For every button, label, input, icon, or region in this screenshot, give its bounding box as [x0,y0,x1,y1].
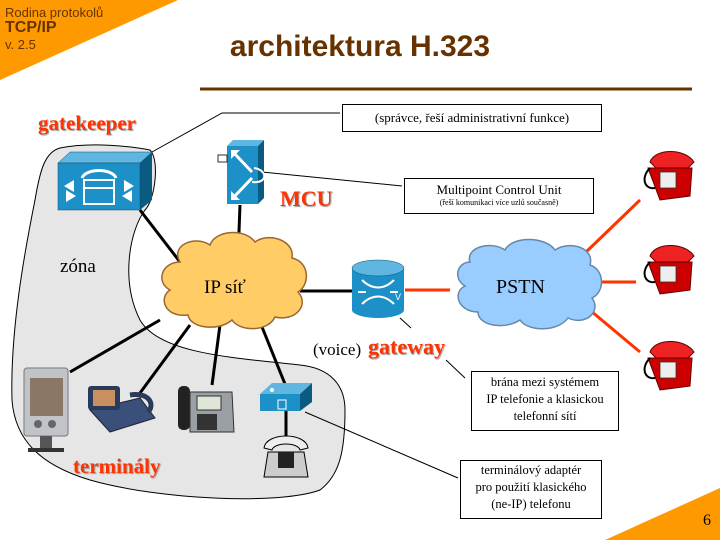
version-label: v. 2.5 [5,37,36,52]
video-phone-icon[interactable] [88,386,156,433]
pstn-label: PSTN [496,276,545,298]
pstn-phone-icon-1[interactable] [643,151,695,201]
gateway-callout-line: IP telefonie a klasickou [486,392,604,406]
adapter-callout-line: terminálový adaptér [480,463,582,477]
pstn-cloud[interactable] [456,238,603,330]
corner-decoration-bottom [605,488,720,540]
ip-network-cloud[interactable] [161,231,307,330]
gateway-router-icon[interactable]: V [351,259,405,318]
topic-label: TCP/IP [5,19,57,36]
gateway-callout-line: brána mezi systémem [490,375,600,389]
page-number: 6 [703,512,711,529]
zone-label: zóna [60,256,96,277]
link-gatekeeper [138,209,182,263]
link-terminal-3 [210,324,222,386]
analog-phone-icon[interactable] [263,435,309,478]
mcu-callout-text: (řeší komunikaci více uzlů současně) [439,198,559,207]
gatekeeper-callout: (správce, řeší administrativní funkce) [342,104,602,132]
svg-text:V: V [395,292,401,302]
voice-label: (voice) [313,340,362,359]
mcu-icon[interactable] [217,140,266,204]
leader-gateway-b [445,359,466,379]
mcu-label: MCU [280,186,333,211]
mcu-callout-title: Multipoint Control Unit [436,182,562,197]
link-pstn-phone-1 [583,198,642,255]
link-terminal-2 [138,324,192,394]
link-terminal-1 [69,318,161,374]
link-pstn-phone-3 [584,304,641,354]
series-label: Rodina protokolů [5,5,104,20]
leader-adapter [304,411,459,479]
leader-gatekeeper [151,112,340,153]
terminals-label: terminály [73,454,161,478]
mcu-callout: Multipoint Control Unit (řeší komunikaci… [404,178,594,214]
gatekeeper-label: gatekeeper [38,111,136,135]
adapter-callout-line: pro použití klasického [475,480,587,494]
gateway-callout: brána mezi systémem IP telefonie a klasi… [471,371,619,431]
terminal-adapter-icon[interactable] [260,383,312,411]
pstn-phone-icon-2[interactable] [643,245,695,295]
pstn-phone-icon-3[interactable] [643,341,695,391]
gatekeeper-callout-text: (správce, řeší administrativní funkce) [374,110,570,125]
leader-mcu [261,171,403,187]
gateway-callout-line: telefonní sítí [513,409,577,423]
video-terminal-icon[interactable] [23,367,69,452]
pstn-links [405,198,642,354]
adapter-callout-line: (ne-IP) telefonu [491,497,571,511]
gateway-label: gateway [368,334,445,359]
leader-gateway-a [399,317,412,329]
corner-decoration-top [0,0,178,80]
page-title: architektura H.323 [229,30,491,63]
link-adapter [258,321,287,385]
ip-phone-icon[interactable] [178,386,235,433]
gatekeeper-icon[interactable] [57,151,153,211]
adapter-callout: terminálový adaptér pro použití klasické… [460,460,602,519]
ip-links [69,204,352,437]
ip-network-label: IP síť [204,277,246,298]
